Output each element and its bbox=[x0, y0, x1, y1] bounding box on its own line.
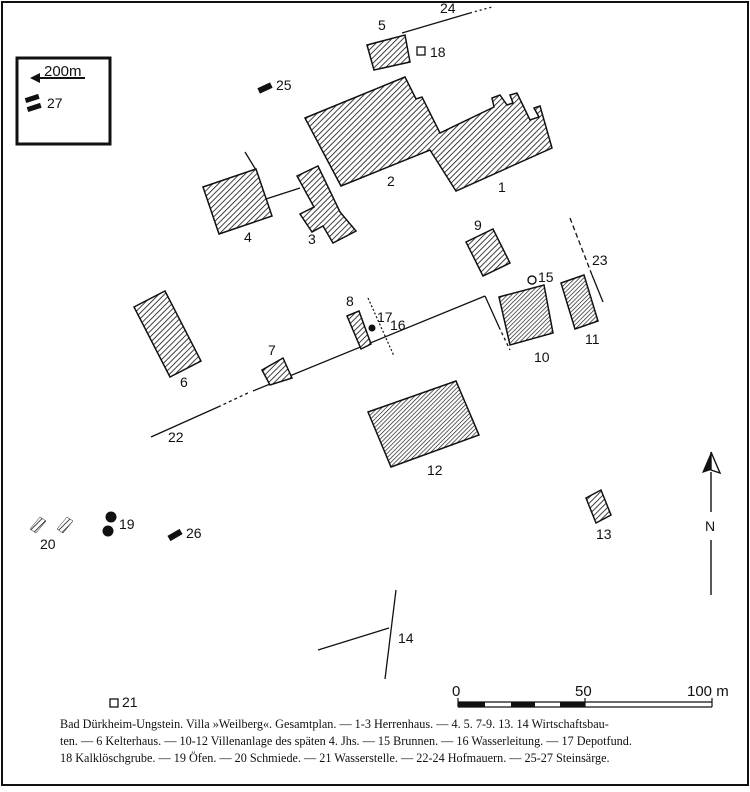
north-arrow: N bbox=[702, 451, 722, 595]
depot-17 bbox=[368, 324, 376, 332]
label-12: 12 bbox=[427, 462, 443, 478]
scale-0: 0 bbox=[452, 683, 460, 700]
building-13 bbox=[585, 488, 612, 525]
building-6-kelterhaus bbox=[132, 289, 203, 379]
wall-24 bbox=[401, 12, 471, 34]
label-8: 8 bbox=[346, 293, 354, 309]
label-11: 11 bbox=[585, 331, 600, 347]
label-24: 24 bbox=[440, 0, 456, 16]
label-4: 4 bbox=[244, 229, 252, 245]
building-7 bbox=[260, 356, 294, 386]
label-26: 26 bbox=[186, 525, 202, 541]
label-16: 16 bbox=[390, 317, 406, 333]
sarcophagus-26 bbox=[167, 528, 183, 542]
building-12 bbox=[367, 380, 481, 468]
building-5 bbox=[366, 34, 411, 71]
inset-box: 200m 27 bbox=[15, 56, 112, 146]
water-point-21 bbox=[109, 698, 119, 708]
label-13: 13 bbox=[596, 526, 612, 542]
label-21: 21 bbox=[122, 694, 138, 710]
caption-line-3: 18 Kalklöschgrube. — 19 Öfen. — 20 Schmi… bbox=[60, 751, 610, 765]
label-14: 14 bbox=[398, 630, 414, 646]
label-10: 10 bbox=[534, 349, 550, 365]
label-2: 2 bbox=[387, 173, 395, 189]
label-23: 23 bbox=[592, 252, 608, 268]
forge-20a bbox=[29, 516, 47, 534]
pit-18 bbox=[416, 46, 426, 56]
caption-line-2: ten. — 6 Kelterhaus. — 10-12 Villenanlag… bbox=[60, 734, 632, 748]
label-18: 18 bbox=[430, 44, 446, 60]
building-3 bbox=[295, 165, 358, 244]
label-9: 9 bbox=[474, 217, 482, 233]
label-20: 20 bbox=[40, 536, 56, 552]
sarcophagus-27b bbox=[26, 102, 42, 113]
building-8 bbox=[346, 310, 372, 351]
sarcophagus-27a bbox=[24, 93, 40, 104]
label-15: 15 bbox=[538, 269, 554, 285]
north-label: N bbox=[705, 518, 715, 534]
label-3: 3 bbox=[308, 231, 316, 247]
building-11 bbox=[560, 274, 599, 330]
building-14 bbox=[384, 589, 397, 680]
label-7: 7 bbox=[268, 342, 276, 358]
wall-23 bbox=[569, 217, 593, 276]
label-5: 5 bbox=[378, 17, 386, 33]
building-4 bbox=[202, 168, 273, 235]
scale-50: 50 bbox=[575, 683, 592, 700]
label-25: 25 bbox=[276, 77, 292, 93]
label-19: 19 bbox=[119, 516, 135, 532]
scale-100: 100 m bbox=[687, 683, 729, 700]
building-9 bbox=[464, 228, 512, 277]
caption-line-1: Bad Dürkheim-Ungstein. Villa »Weilberg«.… bbox=[60, 717, 609, 731]
label-17: 17 bbox=[377, 309, 393, 325]
inset-distance: 200m bbox=[44, 63, 82, 80]
figure-caption: Bad Dürkheim-Ungstein. Villa »Weilberg«.… bbox=[60, 716, 740, 767]
water-pipe-16 bbox=[367, 297, 395, 357]
scale-bar: 0 50 100 m bbox=[452, 683, 729, 708]
label-6: 6 bbox=[180, 374, 188, 390]
forge-20b bbox=[56, 516, 74, 534]
oven-19b bbox=[102, 525, 114, 537]
oven-19a bbox=[105, 511, 117, 523]
herrenhaus-1-2 bbox=[303, 76, 553, 192]
label-1: 1 bbox=[498, 179, 506, 195]
label-22: 22 bbox=[168, 429, 184, 445]
building-10 bbox=[498, 284, 554, 346]
well-15 bbox=[527, 275, 537, 285]
sarcophagus-25 bbox=[257, 82, 273, 94]
label-27: 27 bbox=[47, 95, 63, 111]
